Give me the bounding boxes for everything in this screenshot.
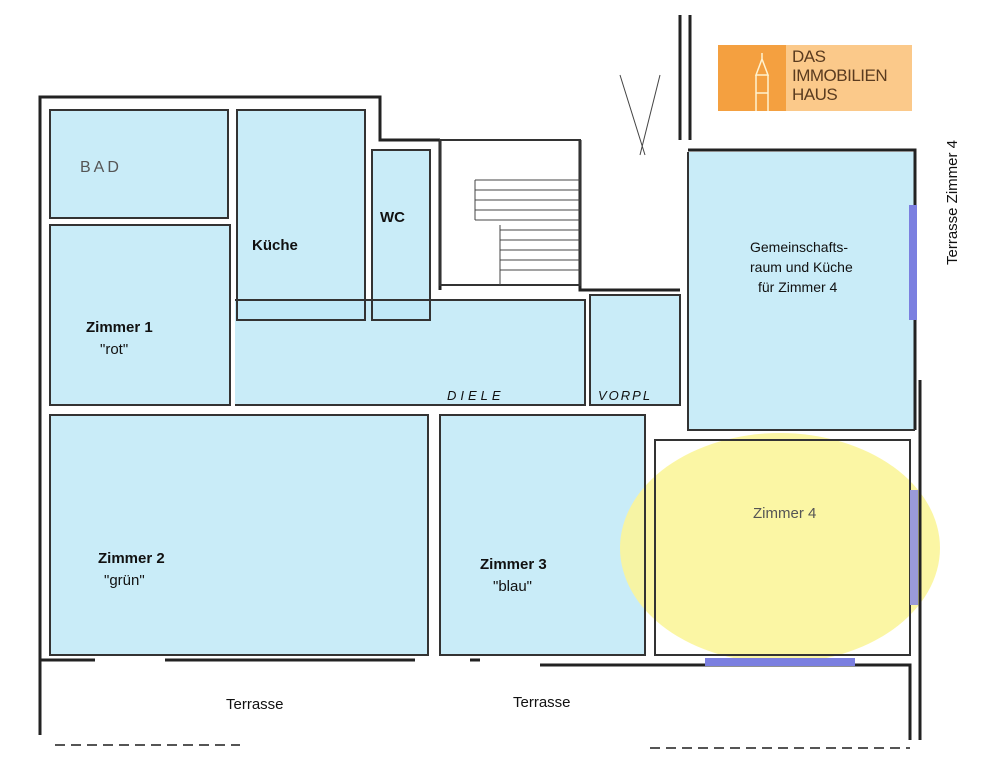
- label-bad: BAD: [80, 159, 122, 176]
- label-zimmer1: Zimmer 1: [86, 319, 153, 336]
- label-terrasse-middle: Terrasse: [513, 694, 571, 711]
- terrace-boundary: [55, 744, 910, 749]
- room-vorpl: [590, 295, 680, 405]
- interior-walls: [49, 109, 915, 656]
- window: [909, 205, 917, 320]
- label-wc: WC: [380, 209, 405, 226]
- room-zimmer4-highlight: [620, 433, 940, 663]
- room-kueche: [237, 110, 365, 320]
- room-bad: [50, 110, 228, 218]
- label-terrasse-left: Terrasse: [226, 696, 284, 713]
- room-zimmer3: [440, 415, 645, 655]
- label-zimmer1-color: "rot": [100, 341, 128, 358]
- logo-line-3: HAUS: [792, 85, 838, 104]
- label-gemeinschaft-2: raum und Küche: [750, 259, 853, 275]
- label-kueche: Küche: [252, 237, 298, 254]
- staircase: [474, 74, 661, 285]
- room-zimmer1: [50, 225, 230, 405]
- label-zimmer3: Zimmer 3: [480, 556, 547, 573]
- label-gemeinschaft-1: Gemeinschafts-: [750, 239, 848, 255]
- room-zimmer2: [50, 415, 428, 655]
- room-gemeinschaft: [688, 152, 915, 430]
- room-wc: [372, 150, 430, 320]
- window: [705, 658, 855, 666]
- tower-icon: [718, 45, 786, 111]
- label-terrasse-zimmer4: Terrasse Zimmer 4: [944, 139, 961, 265]
- window: [910, 490, 918, 605]
- logo-line-1: DAS: [792, 47, 826, 66]
- terrace-edge-walls: [40, 380, 922, 740]
- label-zimmer4: Zimmer 4: [753, 505, 816, 522]
- label-diele: DIELE: [447, 388, 505, 403]
- room-diele: [235, 300, 585, 405]
- logo: DAS IMMOBILIEN HAUS: [718, 45, 912, 111]
- label-gemeinschaft-3: für Zimmer 4: [758, 279, 838, 295]
- label-zimmer2: Zimmer 2: [98, 550, 165, 567]
- label-vorpl: VORPL: [598, 388, 652, 403]
- label-zimmer3-color: "blau": [493, 578, 532, 595]
- logo-line-2: IMMOBILIEN: [792, 66, 888, 85]
- label-zimmer2-color: "grün": [104, 572, 145, 589]
